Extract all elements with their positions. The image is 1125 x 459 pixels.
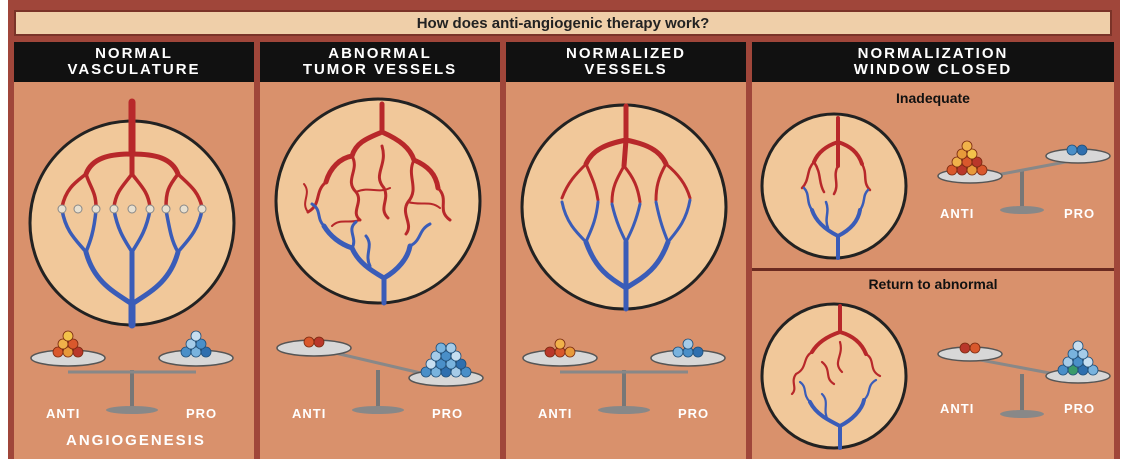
pro-label: PRO — [432, 406, 463, 421]
panel-art — [506, 42, 746, 459]
balance-scale — [31, 350, 233, 414]
anti-balls — [545, 339, 575, 357]
anti-label-return: ANTI — [940, 401, 974, 416]
balance-scale — [523, 350, 725, 414]
pro-label: PRO — [186, 406, 217, 421]
panel-art — [14, 42, 254, 459]
panel-art — [752, 42, 1114, 459]
panel-normalized-vessels: NORMALIZED VESSELS — [506, 42, 746, 459]
angiogenesis-label: ANGIOGENESIS — [66, 432, 206, 449]
subpanel-return-art — [762, 304, 1110, 448]
subpanel-inadequate-art — [762, 114, 1110, 258]
panel-normal-vasculature: NORMAL VASCULATURE — [14, 42, 254, 459]
pro-label-return: PRO — [1064, 401, 1095, 416]
pro-balls — [181, 331, 211, 357]
figure: How does anti-angiogenic therapy work? N… — [8, 0, 1120, 459]
panel-abnormal-tumor-vessels: ABNORMAL TUMOR VESSELS — [260, 42, 500, 459]
anti-label: ANTI — [292, 406, 326, 421]
vessel-circle — [762, 304, 906, 448]
anti-balls — [53, 331, 83, 357]
pro-balls — [673, 339, 703, 357]
capillary-bed — [58, 205, 206, 213]
panel-art — [260, 42, 500, 459]
panel-normalization-window-closed: NORMALIZATION WINDOW CLOSED Inadequate R… — [752, 42, 1114, 459]
pro-label: PRO — [678, 406, 709, 421]
anti-label: ANTI — [538, 406, 572, 421]
figure-title: How does anti-angiogenic therapy work? — [14, 10, 1112, 36]
pro-label-inadequate: PRO — [1064, 206, 1095, 221]
anti-label: ANTI — [46, 406, 80, 421]
vessel-circle — [762, 114, 906, 258]
pro-balls — [421, 343, 471, 377]
anti-label-inadequate: ANTI — [940, 206, 974, 221]
